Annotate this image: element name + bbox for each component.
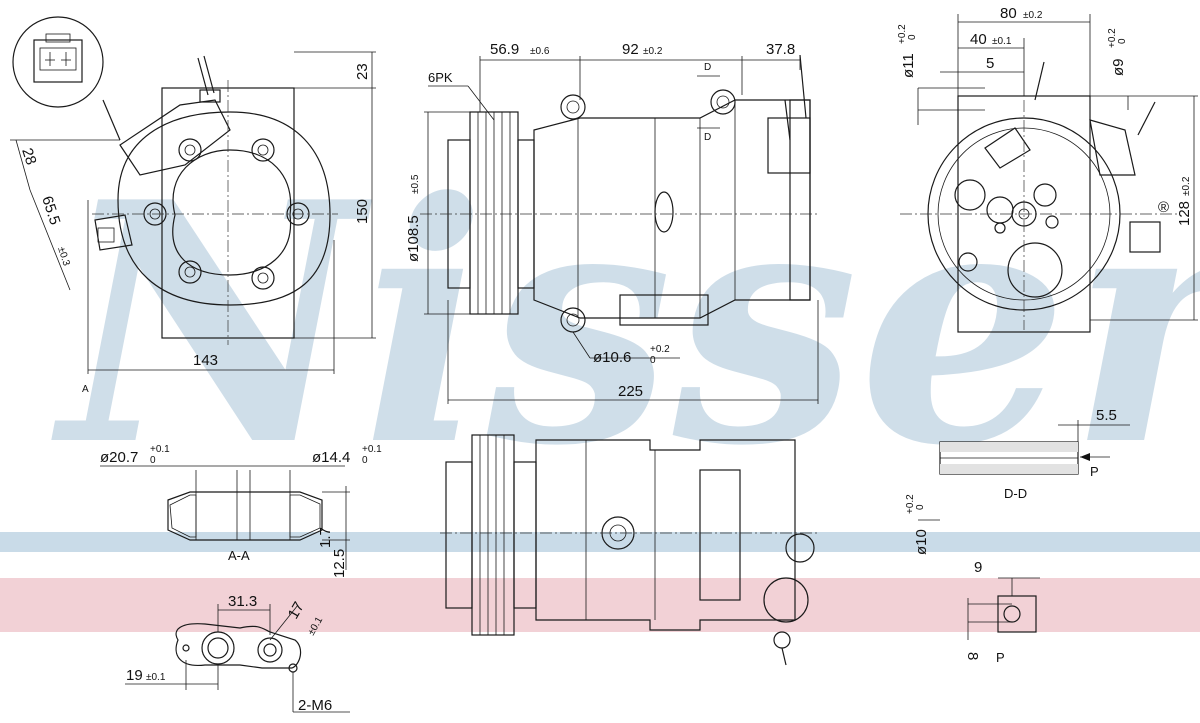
dim-9-tol-zero: 0 xyxy=(1117,38,1128,44)
dim-80: 80 xyxy=(1000,5,1017,22)
dim-23: 23 xyxy=(354,63,371,80)
dim-150: 150 xyxy=(354,199,371,224)
label-section-a-a: A-A xyxy=(228,548,250,563)
dim-128-tol: ±0.2 xyxy=(1181,176,1192,196)
label-p2: P xyxy=(996,650,1005,665)
watermark-text: Nissens xyxy=(50,130,1200,518)
dim-108-5: ø108.5 xyxy=(405,215,422,262)
dim-20-7-tol-plus: +0.1 xyxy=(150,444,170,455)
dim-17: 17 xyxy=(285,599,308,622)
dim-20-7: ø20.7 xyxy=(100,449,138,466)
dim-40-tol: ±0.1 xyxy=(992,36,1012,47)
red-band xyxy=(0,578,1200,632)
dim-19-tol: ±0.1 xyxy=(146,672,166,683)
dim-11-tol-zero: 0 xyxy=(907,34,918,40)
dim-108-5-tol: ±0.5 xyxy=(410,174,421,194)
dim-14-4-tol-zero: 0 xyxy=(362,455,368,466)
dim-225: 225 xyxy=(618,383,643,400)
label-p: P xyxy=(1090,464,1099,479)
label-d-bottom: D xyxy=(704,132,711,143)
dim-1-7: 1.7 xyxy=(317,527,334,548)
dim-10-tol-plus: +0.2 xyxy=(905,494,916,514)
detail-p: 9 8 P xyxy=(964,559,1040,665)
dim-14-4: ø14.4 xyxy=(312,449,350,466)
connector-inset xyxy=(12,16,104,108)
dim-10-6-tol-zero: 0 xyxy=(650,355,656,366)
dim-37-8: 37.8 xyxy=(766,41,795,58)
label-a: A xyxy=(82,384,89,395)
dim-92-tol: ±0.2 xyxy=(643,46,663,57)
side-view: 56.9 ±0.6 92 ±0.2 37.8 D D 6PK ø108.5 ±0… xyxy=(405,41,820,404)
dim-10-6: ø10.6 xyxy=(593,349,631,366)
label-6pk: 6PK xyxy=(428,70,453,85)
top-view xyxy=(440,434,820,666)
dim-40: 40 xyxy=(970,31,987,48)
label-2-m6: 2-M6 xyxy=(298,697,332,714)
dim-128: 128 xyxy=(1176,201,1193,226)
dim-28: 28 xyxy=(18,146,39,167)
dim-12-5: 12.5 xyxy=(331,549,348,578)
dim-10: ø10 xyxy=(913,529,930,555)
dim-92: 92 xyxy=(622,41,639,58)
dim-10-tol-zero: 0 xyxy=(915,504,926,510)
dim-11-tol-plus: +0.2 xyxy=(897,24,908,44)
dim-14-4-tol-plus: +0.1 xyxy=(362,444,382,455)
dim-19: 19 xyxy=(126,667,143,684)
registered-mark: ® xyxy=(1158,199,1169,216)
dim-31-3: 31.3 xyxy=(228,593,257,610)
dim-20-7-tol-zero: 0 xyxy=(150,455,156,466)
dim-5-5: 5.5 xyxy=(1096,407,1117,424)
dim-9b: 9 xyxy=(974,559,982,576)
dim-8: 8 xyxy=(964,652,981,660)
dim-11: ø11 xyxy=(900,53,917,78)
section-a-a: ø20.7 +0.1 0 ø14.4 +0.1 0 1.7 12.5 A-A xyxy=(100,444,382,578)
rear-view: 23 150 143 A 28 65.5 ±0.3 xyxy=(10,16,376,395)
dim-143: 143 xyxy=(193,352,218,369)
section-d-d: 5.5 P D-D ø10 +0.2 0 xyxy=(905,407,1130,555)
dim-9: ø9 xyxy=(1110,58,1127,76)
dim-56-9: 56.9 xyxy=(490,41,519,58)
dim-56-9-tol: ±0.6 xyxy=(530,46,550,57)
dim-9-tol-plus: +0.2 xyxy=(1107,28,1118,48)
label-d-top: D xyxy=(704,62,711,73)
front-view: 80 ±0.2 40 ±0.1 5 ø11 +0.2 0 ø9 +0.2 0 1… xyxy=(897,5,1198,333)
dim-80-tol: ±0.2 xyxy=(1023,10,1043,21)
dim-5: 5 xyxy=(986,55,994,72)
label-section-d-d: D-D xyxy=(1004,486,1027,501)
dim-10-6-tol-plus: +0.2 xyxy=(650,344,670,355)
flange-view: 31.3 17 ±0.1 19 ±0.1 2-M6 xyxy=(125,593,350,714)
